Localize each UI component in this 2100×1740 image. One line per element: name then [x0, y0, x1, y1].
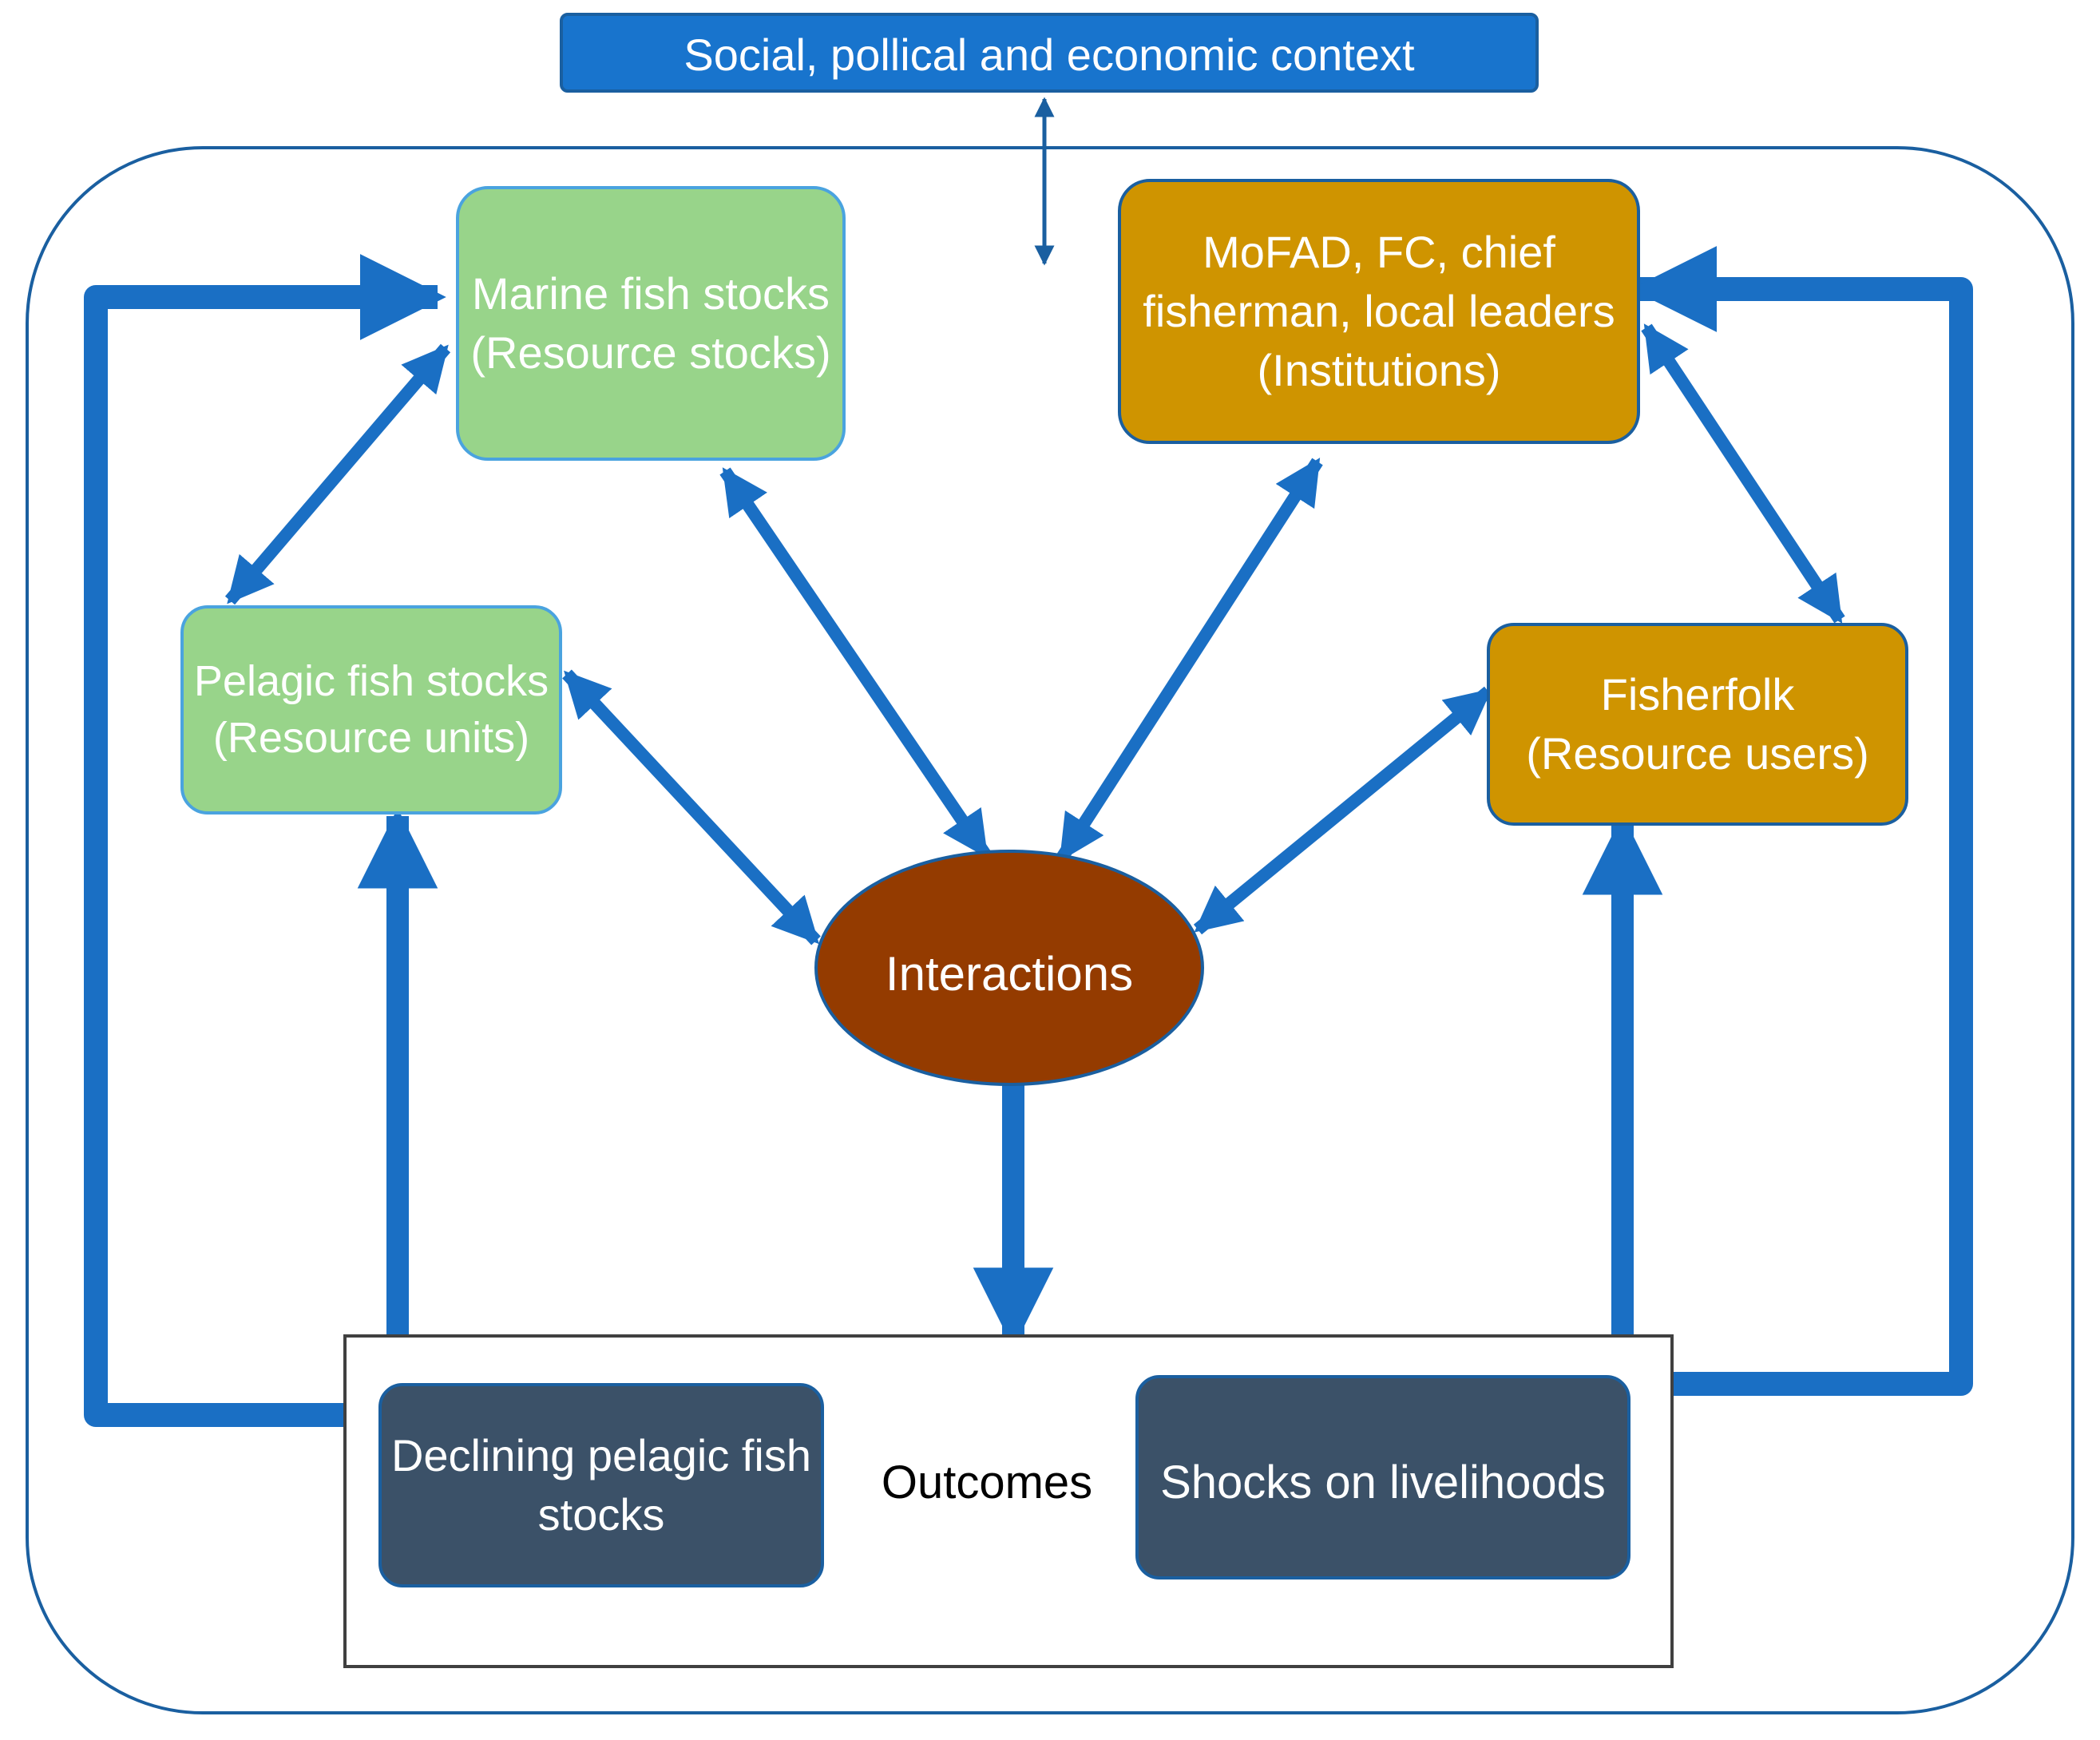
fisherfolk-line2: (Resource users) — [1526, 728, 1869, 779]
pelagic-fish-stocks-line2: (Resource units) — [212, 714, 530, 762]
shocks-livelihoods-label: Shocks on livelihoods — [1160, 1457, 1606, 1508]
pelagic-fish-stocks-label: Pelagic fish stocks (Resource units) — [182, 607, 561, 813]
marine-fish-stocks-line2: (Resource stocks) — [470, 327, 831, 378]
institutions-fisherfolk-arrow — [1641, 323, 1845, 624]
marine-interactions-arrow — [719, 467, 991, 858]
declining-pelagic-outcome-box — [378, 1383, 824, 1587]
declining-pelagic-line2: stocks — [537, 1489, 665, 1540]
marine-fish-stocks-line1: Marine fish stocks — [471, 268, 830, 319]
left-feedback-loop-arrow — [84, 254, 446, 1427]
institutions-line2: fisherman, local leaders — [1143, 286, 1615, 337]
pelagic-fish-stocks-box — [180, 605, 562, 815]
declining-pelagic-label: Declining pelagic fish stocks — [380, 1385, 822, 1586]
right-feedback-loop-arrow — [1630, 246, 1973, 1396]
outcomes-label: Outcomes — [882, 1457, 1092, 1508]
fisherfolk-box — [1487, 623, 1908, 826]
interactions-label: Interactions — [886, 947, 1133, 1001]
fisherfolk-interactions-arrow — [1193, 686, 1493, 935]
institutions-box — [1118, 179, 1640, 444]
pelagic-fish-stocks-line1: Pelagic fish stocks — [193, 656, 549, 705]
fisherfolk-label: Fisherfolk (Resource users) — [1488, 624, 1907, 824]
context-label: Social, pollical and economic context — [683, 30, 1415, 80]
institutions-line1: MoFAD, FC, chief — [1203, 227, 1555, 278]
context-bar — [560, 13, 1539, 93]
interactions-ellipse — [814, 850, 1204, 1086]
marine-pelagic-arrow — [224, 343, 451, 605]
institutions-interactions-arrow — [1056, 458, 1323, 862]
fisherfolk-line1: Fisherfolk — [1600, 669, 1795, 720]
pelagic-interactions-arrow — [562, 669, 821, 945]
marine-fish-stocks-label: Marine fish stocks (Resource stocks) — [458, 188, 844, 459]
institutions-label: MoFAD, FC, chief fisherman, local leader… — [1119, 180, 1638, 442]
shocks-livelihoods-outcome-box — [1135, 1375, 1630, 1579]
marine-fish-stocks-box — [456, 186, 846, 461]
institutions-line3: (Institutions) — [1257, 344, 1501, 395]
declining-pelagic-line1: Declining pelagic fish — [390, 1430, 812, 1481]
